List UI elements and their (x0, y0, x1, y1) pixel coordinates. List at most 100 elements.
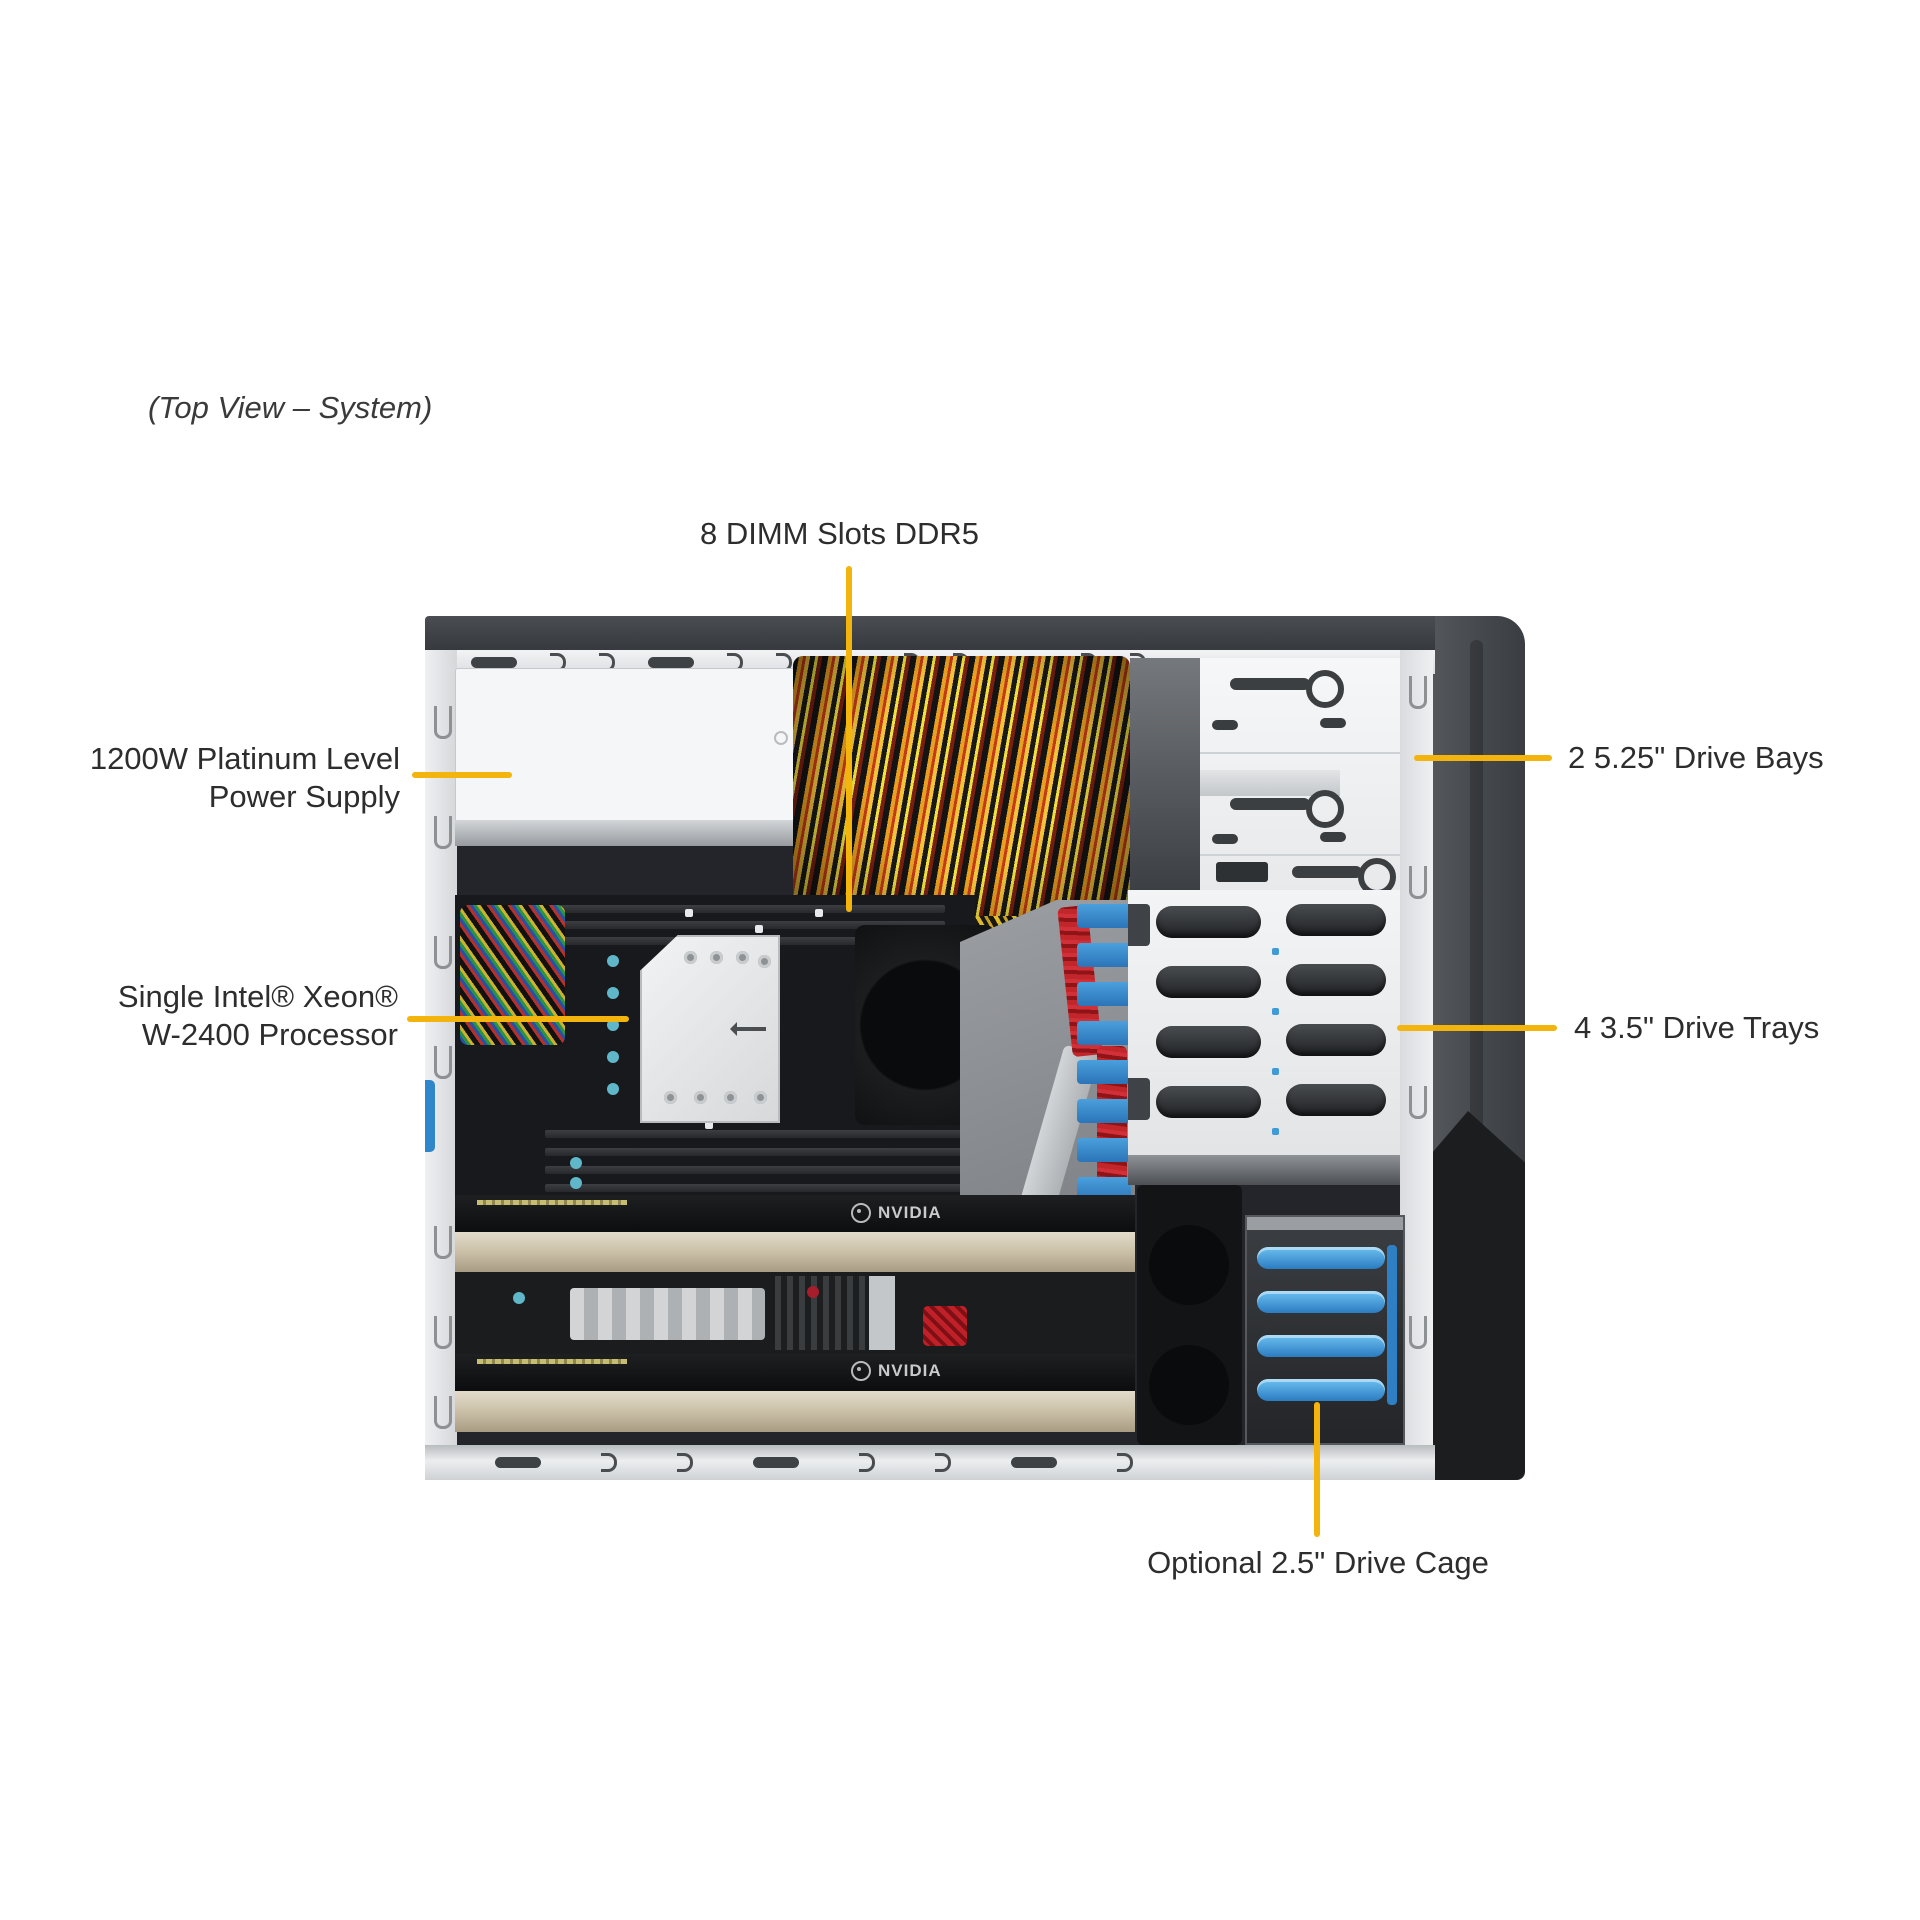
screw (724, 1091, 737, 1104)
ssd-rail (1257, 1291, 1385, 1313)
vent-slot (1011, 1457, 1057, 1468)
screw-slot (1409, 676, 1427, 709)
cage-tab (1128, 904, 1150, 946)
cpu-label: Single Intel® Xeon® W-2400 Processor (60, 978, 398, 1054)
sata-clip (1077, 982, 1131, 1006)
hdd-tray-slot (1286, 1024, 1386, 1056)
cpu-heatsink (640, 935, 780, 1123)
toolless-latch (1306, 790, 1344, 828)
vent-slot (1320, 832, 1346, 842)
sata-clip (1077, 1021, 1131, 1045)
standoff (705, 1121, 713, 1129)
screw (684, 951, 697, 964)
screw-slot (434, 1316, 452, 1349)
dimm-slot (515, 921, 945, 929)
capacitor (607, 1051, 619, 1063)
screw-slot (434, 1396, 452, 1429)
standoff (755, 925, 763, 933)
nvidia-eye-icon (851, 1361, 871, 1381)
ssd-rail-guide (1387, 1245, 1397, 1405)
fan-wires (460, 905, 565, 1045)
bays-callout-line (1414, 755, 1552, 761)
m2-heatsink (570, 1288, 765, 1340)
capacitor (570, 1157, 582, 1169)
cage-shelf (1128, 1155, 1400, 1185)
capacitor (570, 1177, 582, 1189)
hdd-tray-slot (1156, 906, 1261, 938)
hdd-tray-slot (1156, 1026, 1261, 1058)
bay-cutout (1216, 862, 1268, 882)
dimm-slot (545, 1166, 975, 1174)
nvidia-logo-text: NVIDIA (878, 1361, 942, 1380)
hdd-tray-slot (1286, 1084, 1386, 1116)
cage-label: Optional 2.5" Drive Cage (1147, 1545, 1489, 1580)
vent-slot (495, 1457, 541, 1468)
screw (774, 731, 788, 745)
capacitor (513, 1292, 525, 1304)
vent-slot (1212, 834, 1238, 844)
pcie-contacts (477, 1200, 627, 1205)
vent-slot (1320, 718, 1346, 728)
screw-slot (434, 706, 452, 739)
gpu-1-shroud (455, 1232, 1135, 1272)
bays-label: 2 5.25" Drive Bays (1568, 740, 1824, 775)
screw-slot (1409, 1086, 1427, 1119)
screw-slot (434, 936, 452, 969)
psu-callout-line (412, 772, 512, 778)
nvidia-logo-text: NVIDIA (878, 1203, 942, 1222)
screw-blue (1272, 948, 1279, 955)
workstation-chassis: NVIDIA NVIDIA (425, 616, 1525, 1480)
screw (664, 1091, 677, 1104)
dimm-callout-line (846, 566, 852, 912)
vent-slot (1212, 720, 1238, 730)
vent-slot (601, 1453, 617, 1472)
nvidia-logo: NVIDIA (851, 1361, 942, 1381)
capacitor (607, 1019, 619, 1031)
vent-slot (859, 1453, 875, 1472)
toolless-latch (1230, 798, 1310, 810)
heatsink-fins (775, 1276, 865, 1350)
capacitor (607, 955, 619, 967)
ssd-rail (1257, 1335, 1385, 1357)
release-latch (425, 1080, 435, 1152)
screw (758, 955, 771, 968)
figure-caption: (Top View – System) (148, 390, 433, 425)
dimm-slot (545, 1148, 975, 1156)
nvidia-logo: NVIDIA (851, 1203, 942, 1223)
chassis-divider (1130, 658, 1200, 890)
vent-slot (1117, 1453, 1133, 1472)
front-bezel (1430, 616, 1525, 1480)
left-frame-rail (425, 650, 457, 1445)
hdd-drive-cage (1128, 890, 1400, 1155)
capacitor (607, 987, 619, 999)
vent-slot (677, 1453, 693, 1472)
nvidia-eye-icon (851, 1203, 871, 1223)
right-frame-rail (1400, 650, 1433, 1445)
screw-slot (1409, 866, 1427, 899)
screw-slot (434, 1046, 452, 1079)
led-dot (807, 1286, 819, 1298)
hdd-tray-slot (1156, 966, 1261, 998)
cpu-label-line2: W-2400 Processor (141, 1017, 398, 1052)
dimm-label: 8 DIMM Slots DDR5 (700, 516, 980, 551)
psu-label: 1200W Platinum Level Power Supply (60, 740, 400, 816)
screw-slot (1409, 1316, 1427, 1349)
board-between-gpus (455, 1272, 1135, 1354)
bezel-foot (1430, 1111, 1525, 1480)
trays-label: 4 3.5" Drive Trays (1574, 1010, 1820, 1045)
dimm-slot (545, 1184, 975, 1192)
sata-clip (1077, 904, 1131, 928)
screw-blue (1272, 1128, 1279, 1135)
airflow-arrow-icon (730, 1022, 766, 1036)
dimm-slot (545, 1130, 975, 1138)
psu-label-line2: Power Supply (208, 779, 400, 814)
cpu-callout-line (407, 1016, 629, 1022)
screw (710, 951, 723, 964)
psu-label-line1: 1200W Platinum Level (89, 741, 400, 776)
dimm-slot (515, 905, 945, 913)
sata-clip (1077, 1060, 1131, 1084)
toolless-latch (1292, 866, 1362, 878)
screw (736, 951, 749, 964)
sata-cables-red (923, 1306, 967, 1346)
